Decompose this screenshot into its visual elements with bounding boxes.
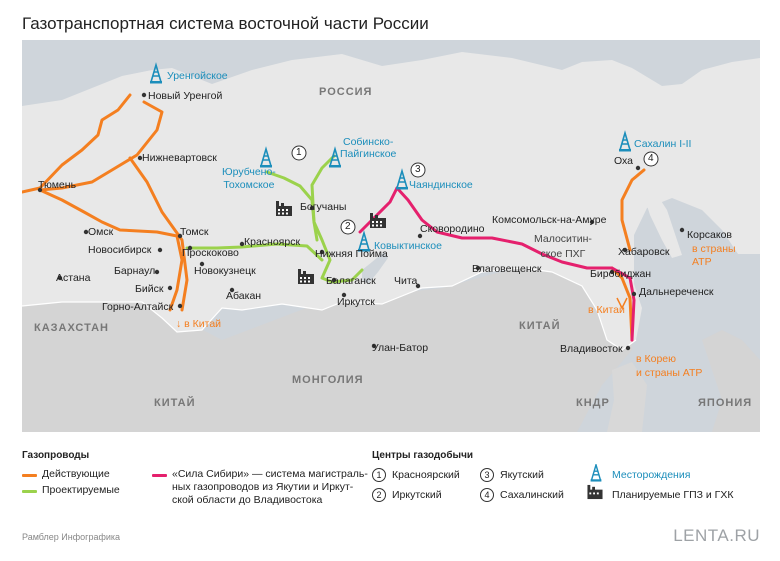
land-south	[22, 266, 634, 432]
city-nizhnevartovsk: Нижневартовск	[142, 152, 217, 164]
city-birobidzhan: Биробиджан	[590, 268, 652, 280]
city-dalnerechensk: Дальнереченск	[639, 286, 714, 298]
legend-c2-label: Иркутский	[392, 489, 442, 501]
city-ulan-bator: Улан-Батор	[372, 342, 429, 354]
legend-c1-label: Красноярский	[392, 469, 460, 481]
export-label-korsakov: в страны АТР	[692, 243, 736, 268]
city-barnaul: Барнаул	[114, 265, 156, 277]
city-boguchany: Богучаны	[300, 201, 347, 213]
city-novosibirsk: Новосибирск	[88, 244, 152, 256]
legend-planned-label: Проектируемые	[42, 484, 120, 496]
border-south	[22, 267, 637, 351]
legend-planned-line	[22, 490, 37, 493]
country-label-russia: РОССИЯ	[319, 86, 373, 98]
city-abakan: Абакан	[226, 290, 262, 302]
country-label-kndr: КНДР	[576, 397, 610, 409]
land-japan	[702, 330, 760, 432]
marker-3: 3	[415, 164, 421, 175]
lake-baikal	[362, 252, 388, 284]
map-title: Газотранспортная система восточной части…	[22, 14, 429, 33]
map-area: РОССИЯ КАЗАХСТАН МОНГОЛИЯ КИТАЙ КИТАЙ КН…	[22, 40, 760, 432]
city-blagoveshchensk: Благовещенск	[472, 263, 542, 275]
legend-sila-line	[152, 474, 167, 477]
city-nizhnyaya-poyma: Нижняя Пойма	[315, 248, 388, 260]
city-tomsk: Томск	[180, 226, 209, 238]
country-label-japan: ЯПОНИЯ	[698, 397, 753, 409]
legend-plants-label: Планируемые ГПЗ и ГХК	[612, 489, 734, 501]
city-novy-urengoy: Новый Уренгой	[148, 90, 223, 102]
map-svg	[22, 40, 760, 432]
export-label-china-east: в Китай	[588, 304, 625, 316]
city-komsomolsk: Комсомольск-на-Амуре	[492, 214, 607, 226]
credit: Рамблер Инфографика	[22, 532, 121, 542]
field-label-sakhalin: Сахалин I-II	[634, 138, 692, 150]
marker-4: 4	[648, 153, 654, 164]
export-label-korea: в Корею и страны АТР	[636, 353, 703, 379]
legend-rig-icon	[590, 464, 602, 482]
legend-fields-label: Месторождения	[612, 469, 691, 481]
land-korea	[607, 362, 647, 432]
city-vladivostok: Владивосток	[560, 343, 623, 355]
legend-c2-marker: 2	[372, 488, 386, 502]
field-label-yurubcheno: Юрубчено- Тохомское	[222, 166, 276, 191]
legend-pipelines-title: Газопроводы	[22, 450, 90, 461]
legend-c3-marker: 3	[480, 468, 494, 482]
city-tyumen: Тюмень	[38, 179, 77, 191]
city-korsakov: Корсаков	[687, 229, 733, 241]
country-label-china-west: КИТАЙ	[154, 397, 196, 409]
export-arrow-east	[616, 297, 628, 310]
legend-c4-label: Сахалинский	[500, 489, 564, 501]
marker-2: 2	[345, 221, 351, 232]
city-omsk: Омск	[88, 226, 114, 238]
export-label-china-west: ↓ в Китай	[176, 318, 222, 330]
field-label-kovykta: Ковыктинское	[374, 240, 442, 252]
legend-c3-label: Якутский	[500, 469, 544, 481]
country-label-kazakhstan: КАЗАХСТАН	[34, 322, 109, 334]
legend-plant-icon	[587, 484, 603, 500]
city-irkutsk: Иркутск	[337, 296, 375, 308]
legend-centers-title: Центры газодобычи	[372, 450, 474, 461]
city-proskokovo: Проскоково	[182, 247, 239, 259]
city-okha: Оха	[614, 155, 634, 167]
city-gorno-altaysk: Горно-Алтайск	[102, 301, 174, 313]
legend: Газопроводы Действующие Проектируемые «С…	[22, 440, 760, 560]
land-kamchatka	[712, 132, 760, 200]
marker-1: 1	[296, 147, 302, 158]
city-biysk: Бийск	[135, 283, 164, 295]
field-label-chayanda: Чаяндинское	[409, 179, 473, 191]
field-label-urengoy: Уренгойское	[167, 70, 228, 82]
city-novokuznetsk: Новокузнецк	[194, 265, 256, 277]
land-sakhalin	[639, 158, 682, 258]
city-skovorodino: Сковородино	[420, 223, 485, 235]
city-krasnoyarsk: Красноярск	[244, 236, 301, 248]
legend-existing-line	[22, 474, 37, 477]
country-label-mongolia: МОНГОЛИЯ	[292, 374, 364, 386]
field-label-sobinsko: Собинско- Пайгинское	[340, 136, 397, 160]
city-chita: Чита	[394, 275, 418, 287]
city-astana: Астана	[56, 272, 91, 284]
legend-sila-label: «Сила Сибири» — система магистраль- ных …	[172, 468, 368, 506]
city-khabarovsk: Хабаровск	[618, 246, 670, 258]
city-malositinskoe: Малоситин- ское ПХГ	[534, 233, 592, 260]
legend-c4-marker: 4	[480, 488, 494, 502]
legend-existing-label: Действующие	[42, 468, 110, 480]
city-balagansk: Балаганск	[326, 275, 376, 287]
country-label-china-east: КИТАЙ	[519, 320, 561, 332]
legend-c1-marker: 1	[372, 468, 386, 482]
brand-logo: LENTA.RU	[673, 526, 760, 545]
